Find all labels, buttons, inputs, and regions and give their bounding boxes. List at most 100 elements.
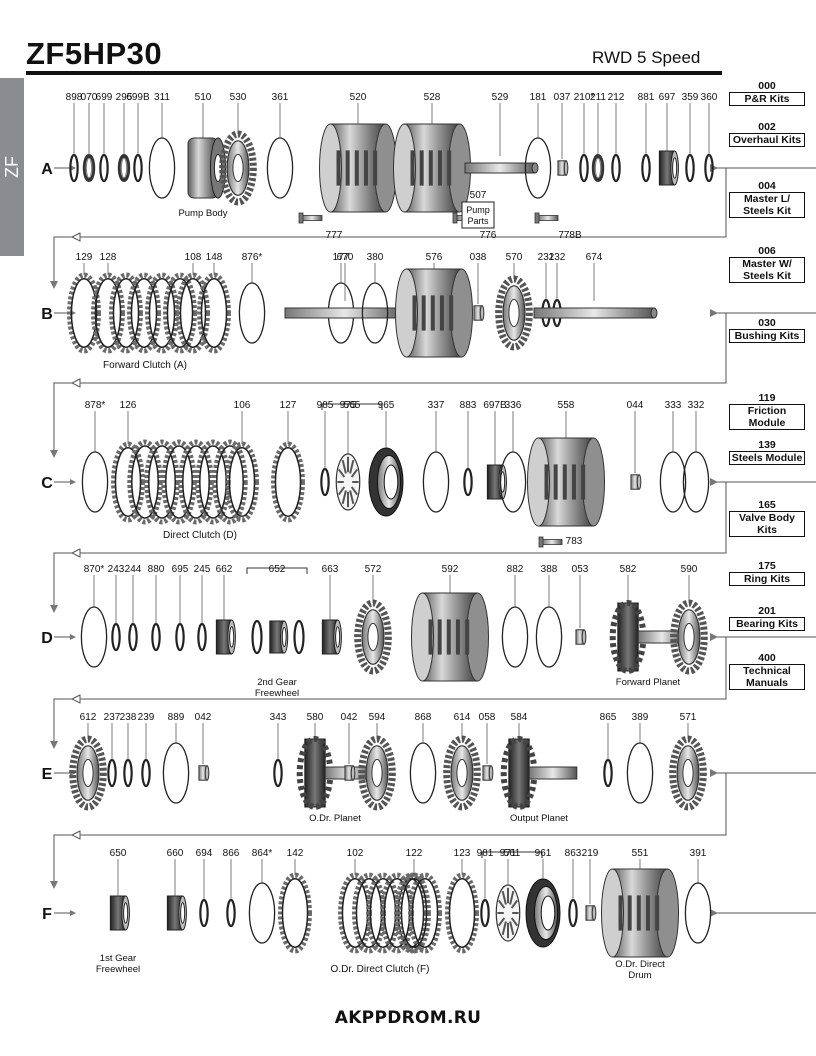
part-number: 044 <box>627 400 644 411</box>
part-number: 239 <box>138 712 155 723</box>
part-883: 883 <box>460 400 477 497</box>
part-number: 783 <box>566 536 583 547</box>
kit-name: Bushing Kits <box>729 329 805 343</box>
part-number: 695 <box>172 564 189 575</box>
part-389: 389 <box>626 712 654 804</box>
part-244: 244 <box>125 564 142 652</box>
part-number: 237 <box>104 712 121 723</box>
part-number: 042 <box>195 712 212 723</box>
part-881: 881 <box>638 92 655 183</box>
row-return-path <box>53 482 727 607</box>
part-044: 044 <box>627 400 644 490</box>
part-391: 391 <box>684 848 712 944</box>
part-529: 529 <box>464 92 539 174</box>
part-783: 783 <box>538 536 583 548</box>
part-058: 058 <box>479 712 496 781</box>
part-number: 337 <box>428 400 445 411</box>
part-number: 590 <box>681 564 698 575</box>
part-380: 380 <box>361 252 389 344</box>
part-333: 333 <box>659 400 687 513</box>
part-961: 961 <box>525 848 561 948</box>
footer-site: AKPPDROM.RU <box>334 1008 482 1028</box>
part-210-star: 210* <box>574 92 594 183</box>
part-number: 037 <box>554 92 571 103</box>
part-865: 865 <box>600 712 617 788</box>
arrow-head <box>70 634 76 640</box>
part-number: 898 <box>66 92 83 103</box>
part-565: 565 <box>321 400 383 411</box>
part-caption: Output Planet <box>510 813 568 824</box>
part-520: 520 <box>319 92 397 213</box>
part-number: 584 <box>511 712 528 723</box>
part-number: 380 <box>367 252 384 263</box>
part-245: 245 <box>194 564 211 652</box>
part-number: 070 <box>81 92 98 103</box>
part-211: 211 <box>590 92 606 182</box>
part-number: 520 <box>350 92 367 103</box>
arrow-head <box>710 164 718 172</box>
part-number: 570 <box>506 252 523 263</box>
part-number: 108 <box>185 252 202 263</box>
kit-name: Overhaul Kits <box>729 133 805 147</box>
part-number: 336 <box>505 400 522 411</box>
row-return-path <box>53 168 727 283</box>
kit-number: 002 <box>758 121 776 133</box>
part-number: 870* <box>84 564 105 575</box>
part-343: 343 <box>270 712 287 788</box>
part-042: 042 <box>341 712 358 781</box>
part-number: 128 <box>100 252 117 263</box>
kit-number: 400 <box>758 652 776 664</box>
part-864-star: 864* <box>248 848 276 944</box>
arrow-head <box>70 378 81 388</box>
kit-name: Master L/ Steels Kit <box>729 192 805 218</box>
part-number: 333 <box>665 400 682 411</box>
arrow-head <box>70 479 76 485</box>
part-898: 898 <box>66 92 83 183</box>
part-123: 123 <box>445 848 479 954</box>
part-212: 212 <box>608 92 625 183</box>
part-570: 570 <box>495 252 533 351</box>
part-number: 882 <box>507 564 524 575</box>
part-number: 866 <box>223 848 240 859</box>
arrow-head <box>50 881 58 889</box>
part-880: 880 <box>148 564 165 652</box>
part-337: 337 <box>422 400 450 513</box>
part-number: 232 <box>549 252 566 263</box>
part-528: 528 <box>393 92 471 213</box>
part-number: 389 <box>632 712 649 723</box>
kit-name: Ring Kits <box>729 572 805 586</box>
row-label-d: D <box>41 630 53 647</box>
part-number: 129 <box>76 252 93 263</box>
part-number: 674 <box>586 252 603 263</box>
part-number: 660 <box>167 848 184 859</box>
part-663: 663 <box>322 564 342 655</box>
part-number: 777 <box>326 230 343 241</box>
part-359: 359 <box>682 92 699 183</box>
kit-name: Bearing Kits <box>729 617 805 631</box>
page-title: ZF5HP30 <box>26 36 163 71</box>
part-number: 565 <box>344 400 361 411</box>
part-number: 528 <box>424 92 441 103</box>
part-975: 975 <box>335 400 361 511</box>
part-070: 070 <box>81 92 98 182</box>
part-number: 881 <box>638 92 655 103</box>
part-053: 053 <box>572 564 589 645</box>
part-336: 336 <box>499 400 527 513</box>
part-number: 985 <box>317 400 334 411</box>
part-122: 122 <box>397 848 431 954</box>
part-number: 211 <box>590 92 606 103</box>
part-number: 652 <box>269 564 286 575</box>
arrow-head <box>70 910 76 916</box>
part-778b: 778B <box>534 212 582 241</box>
part-number: 388 <box>541 564 558 575</box>
part-number: 244 <box>125 564 142 575</box>
part-number: 102 <box>347 848 364 859</box>
part-127: 127 <box>271 400 305 523</box>
